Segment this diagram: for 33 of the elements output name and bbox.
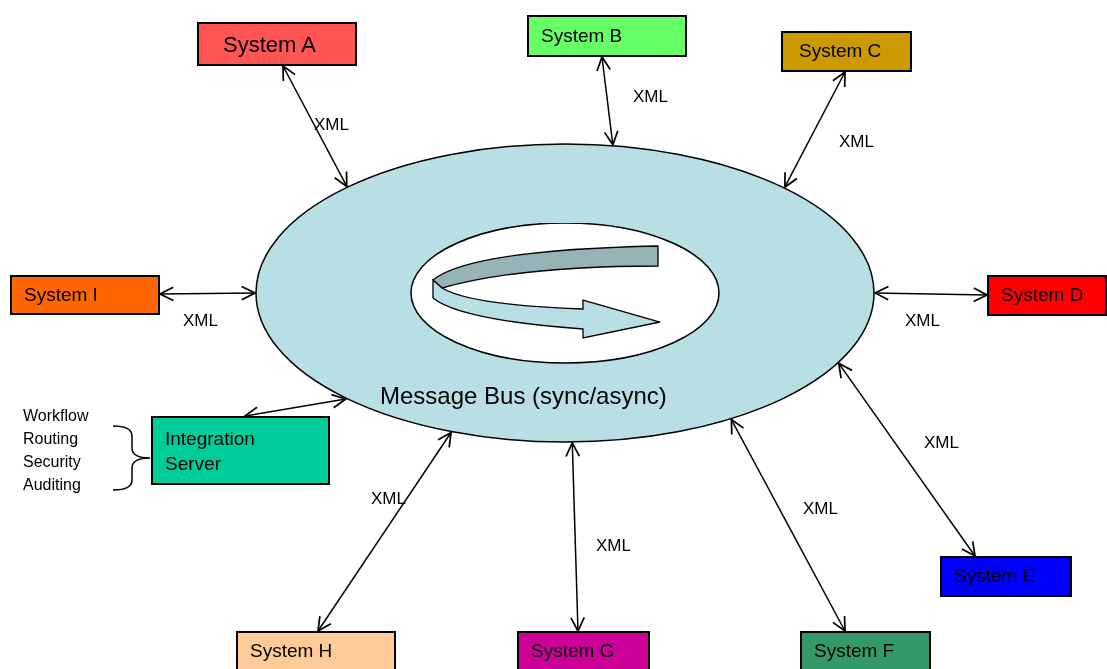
system-box: System G <box>517 631 650 669</box>
function-label: Auditing <box>23 475 82 495</box>
function-label: Workflow <box>23 406 89 426</box>
edge-label: XML <box>803 499 838 519</box>
system-box: System H <box>236 631 396 669</box>
system-box: System B <box>527 15 687 57</box>
double-arrow <box>596 56 619 146</box>
edge-label: XML <box>371 489 406 509</box>
double-arrow <box>837 362 976 557</box>
function-label: Security <box>23 452 82 472</box>
double-arrow <box>565 442 586 632</box>
edge-label: XML <box>924 433 959 453</box>
edge-label: XML <box>183 311 218 331</box>
system-box: System D <box>987 275 1107 316</box>
double-arrow <box>159 285 256 302</box>
system-box: System A <box>197 22 357 66</box>
edge-label: XML <box>314 115 349 135</box>
double-arrow <box>874 285 988 303</box>
edge-label: XML <box>839 132 874 152</box>
double-arrow <box>783 71 846 189</box>
double-arrow <box>730 418 846 632</box>
edge-label: XML <box>633 87 668 107</box>
function-label: Routing <box>23 429 80 449</box>
system-box: System E <box>940 556 1072 597</box>
system-box: System F <box>800 631 931 669</box>
double-arrow <box>282 65 348 188</box>
bus-label: Message Bus (sync/async) <box>380 381 667 411</box>
edge-label: XML <box>596 536 631 556</box>
system-box: Integration Server <box>151 416 330 485</box>
edge-label: XML <box>905 311 940 331</box>
system-box: System C <box>781 31 912 72</box>
double-arrow <box>317 431 452 632</box>
system-box: System I <box>10 275 160 315</box>
